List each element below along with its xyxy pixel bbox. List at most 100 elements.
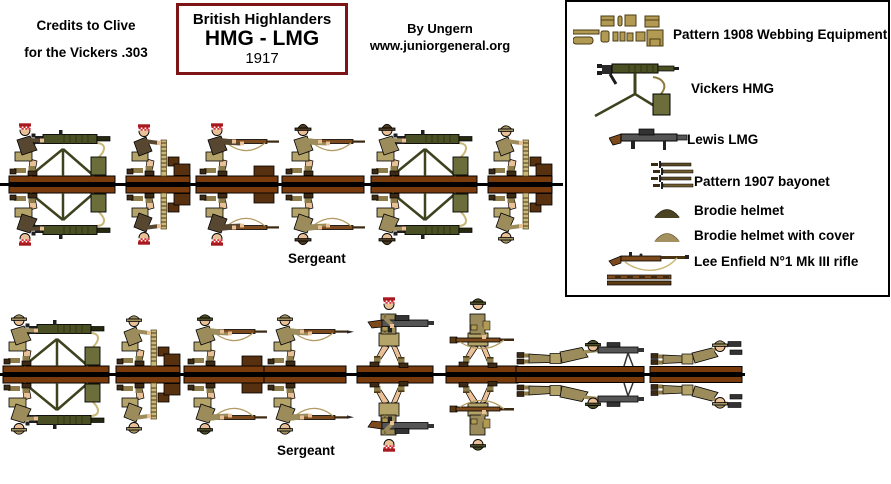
figure-upright <box>262 309 354 373</box>
kneeling-rifleman-svg <box>281 123 365 183</box>
lee-enfield-rifle-icon-svg <box>607 252 689 286</box>
ammo-assistant-mirror-svg <box>125 186 191 245</box>
legend-label: Pattern 1908 Webbing Equipment <box>673 27 888 42</box>
kneeling-rifleman-svg <box>195 123 279 183</box>
lee-enfield-rifle-icon <box>607 245 693 287</box>
kneeling-rifleman-mirror-svg <box>195 186 279 246</box>
figure-upright <box>514 337 646 373</box>
kneeling-rifleman-svg <box>263 314 354 373</box>
figure-mirrored <box>514 376 646 412</box>
sheet-title: British Highlanders <box>192 11 332 28</box>
lewis-lmg-icon <box>609 126 689 152</box>
legend-label: Lewis LMG <box>687 132 759 147</box>
walking-rifleman-mirror-svg <box>445 376 519 451</box>
figure-walking-rifleman <box>442 295 522 454</box>
webbing-1908-icon-svg <box>573 14 664 47</box>
figure-upright <box>182 309 274 373</box>
figure-mirrored <box>368 186 480 250</box>
figure-upright <box>352 295 438 373</box>
legend-label: Pattern 1907 bayonet <box>694 174 830 189</box>
vickers-hmg-icon-svg <box>594 63 679 118</box>
sergeant-label-row-1: Sergeant <box>288 251 346 266</box>
legend-label: Lee Enfield N°1 Mk III rifle <box>694 254 859 269</box>
figure-upright <box>280 119 372 183</box>
figure-mirrored <box>280 186 372 250</box>
webbing-1908-icon <box>573 10 665 50</box>
kneeling-rifleman-mirror-svg <box>263 376 354 435</box>
figure-upright <box>0 309 112 373</box>
walking-lewis-gunner-svg <box>356 297 434 373</box>
figure-vickers-gunner <box>368 119 480 250</box>
prone-lewis-gunner-svg <box>515 339 645 373</box>
figure-kneeling-rifleman <box>194 119 286 250</box>
legend-label: Brodie helmet with cover <box>694 228 855 243</box>
walking-lewis-gunner-mirror-svg <box>356 376 434 452</box>
ammo-assistant-svg <box>115 315 181 373</box>
figure-upright <box>648 337 744 373</box>
lewis-lmg-icon-svg <box>609 128 688 150</box>
figure-prone-ammo-carrier <box>648 337 744 412</box>
credits-line-2: for the Vickers .303 <box>24 45 148 60</box>
credits-line-1: Credits to Clive <box>36 18 136 33</box>
figure-upright <box>486 119 554 183</box>
legend-label: Vickers HMG <box>691 81 775 96</box>
brodie-helmet-cover-icon <box>653 229 681 243</box>
figure-kneeling-rifleman-sergeant <box>280 119 372 250</box>
figure-mirrored <box>182 376 274 440</box>
vickers-hmg-icon <box>589 58 689 120</box>
vickers-gunner-svg <box>8 123 116 183</box>
figure-mirrored <box>6 186 118 250</box>
figure-vickers-gunner <box>6 119 118 250</box>
ammo-assistant-mirror-svg <box>115 376 181 434</box>
figure-mirrored <box>124 186 192 250</box>
website: www.juniorgeneral.org <box>369 38 511 53</box>
figure-mirrored <box>0 376 112 440</box>
vickers-gunner-mirror-svg <box>2 376 110 435</box>
figure-upright <box>6 119 118 183</box>
ammo-assistant-svg <box>487 125 553 183</box>
sheet-year: 1917 <box>245 50 279 67</box>
ammo-assistant-svg <box>125 124 191 183</box>
author: By Ungern <box>407 21 473 36</box>
figure-upright <box>114 309 182 373</box>
figure-prone-lewis-gunner <box>514 337 646 412</box>
credits-text: Credits to Clive for the Vickers .303 <box>4 12 168 66</box>
brodie-helmet-icon-svg <box>654 209 680 218</box>
sheet-subtitle: HMG - LMG <box>204 27 320 50</box>
title-box: British Highlanders HMG - LMG 1917 <box>176 3 348 75</box>
figure-upright <box>442 295 522 373</box>
figure-walking-lewis-gunner <box>352 295 438 454</box>
figure-mirrored <box>486 186 554 250</box>
kneeling-rifleman-svg <box>183 314 267 373</box>
figure-mirrored <box>114 376 182 440</box>
figure-kneeling-rifleman <box>182 309 274 440</box>
vickers-gunner-svg <box>2 314 110 373</box>
figure-mirrored <box>442 376 522 454</box>
ammo-assistant-mirror-svg <box>487 186 553 244</box>
figure-upright <box>368 119 480 183</box>
bayonet-1907-icon-svg <box>651 161 694 189</box>
prone-ammo-carrier-mirror-svg <box>649 376 743 409</box>
figure-ammo-assistant <box>124 119 192 250</box>
figure-kneeling-rifleman-sergeant <box>262 309 354 440</box>
figure-mirrored <box>194 186 286 250</box>
prone-lewis-gunner-mirror-svg <box>515 376 645 410</box>
figure-mirrored <box>648 376 744 412</box>
figure-upright <box>124 119 192 183</box>
vickers-gunner-svg <box>370 123 478 183</box>
vickers-gunner-mirror-svg <box>370 186 478 246</box>
figure-mirrored <box>262 376 354 440</box>
legend-label: Brodie helmet <box>694 203 785 218</box>
kneeling-rifleman-mirror-svg <box>183 376 267 435</box>
figure-upright <box>194 119 286 183</box>
byline: By Ungern www.juniorgeneral.org <box>358 20 522 54</box>
figure-ammo-assistant <box>486 119 554 250</box>
figure-vickers-gunner <box>0 309 112 440</box>
brodie-helmet-cover-icon-svg <box>654 233 680 242</box>
prone-ammo-carrier-svg <box>649 340 743 373</box>
vickers-gunner-mirror-svg <box>8 186 116 246</box>
kneeling-rifleman-mirror-svg <box>281 186 365 246</box>
sergeant-label-row-2: Sergeant <box>277 443 335 458</box>
